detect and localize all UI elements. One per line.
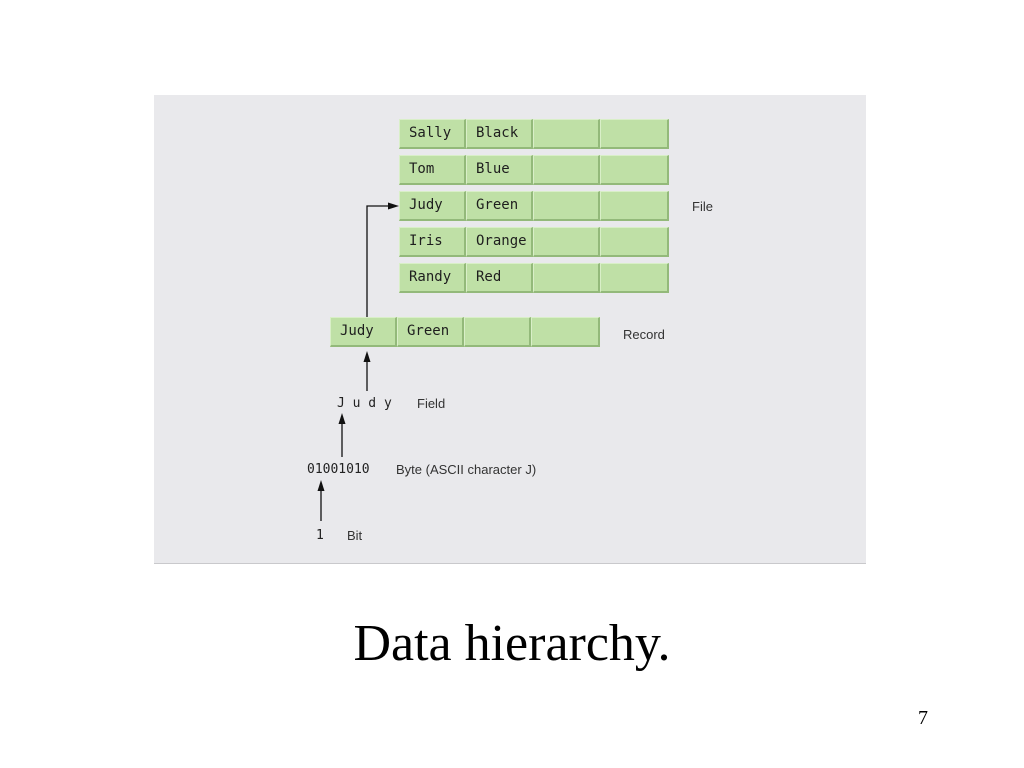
file-record-row: Tom Blue — [399, 155, 669, 185]
record-field-name: Sally — [399, 119, 466, 149]
record-field-empty — [533, 191, 600, 221]
bit-label: Bit — [347, 528, 363, 543]
file-record-row: Randy Red — [399, 263, 669, 293]
page-number: 7 — [918, 707, 928, 729]
record-field-empty — [600, 263, 669, 293]
record-field-empty — [533, 227, 600, 257]
field-text: J u d y — [337, 396, 392, 411]
record-field-empty — [600, 191, 669, 221]
arrowhead-icon — [363, 351, 371, 362]
arrowhead-icon — [317, 480, 325, 491]
file-record-row: Iris Orange — [399, 227, 669, 257]
bit-text: 1 — [316, 528, 324, 543]
record-field-name: Judy — [399, 191, 466, 221]
record-field-empty — [533, 119, 600, 149]
record-field-name: Judy — [330, 317, 397, 347]
byte-text: 01001010 — [307, 462, 370, 477]
record-row: Judy Green — [330, 317, 600, 347]
record-field-empty — [531, 317, 600, 347]
record-field-name: Randy — [399, 263, 466, 293]
file-label: File — [692, 199, 713, 214]
record-field-color: Green — [466, 191, 533, 221]
record-field-color: Green — [397, 317, 464, 347]
record-field-empty — [533, 263, 600, 293]
record-field-empty — [600, 227, 669, 257]
slide-caption: Data hierarchy. — [353, 615, 671, 672]
record-field-name: Tom — [399, 155, 466, 185]
record-field-color: Blue — [466, 155, 533, 185]
record-field-name: Iris — [399, 227, 466, 257]
hierarchy-arrows — [317, 202, 399, 521]
record-label: Record — [623, 327, 665, 342]
file-record-row: Judy Green — [399, 191, 669, 221]
record-field-color: Black — [466, 119, 533, 149]
record-field-empty — [464, 317, 531, 347]
data-hierarchy-diagram: Sally Black Tom Blue Judy Green Iris Ora… — [154, 95, 866, 564]
arrowhead-icon — [338, 413, 346, 424]
record-to-file-arrow-line — [366, 205, 390, 317]
arrowhead-icon — [388, 202, 399, 210]
record-field-empty — [600, 155, 669, 185]
record-field-empty — [533, 155, 600, 185]
record-field-empty — [600, 119, 669, 149]
file-record-row: Sally Black — [399, 119, 669, 149]
record-field-color: Red — [466, 263, 533, 293]
record-field-color: Orange — [466, 227, 533, 257]
field-label: Field — [417, 396, 446, 411]
byte-label: Byte (ASCII character J) — [396, 462, 537, 477]
